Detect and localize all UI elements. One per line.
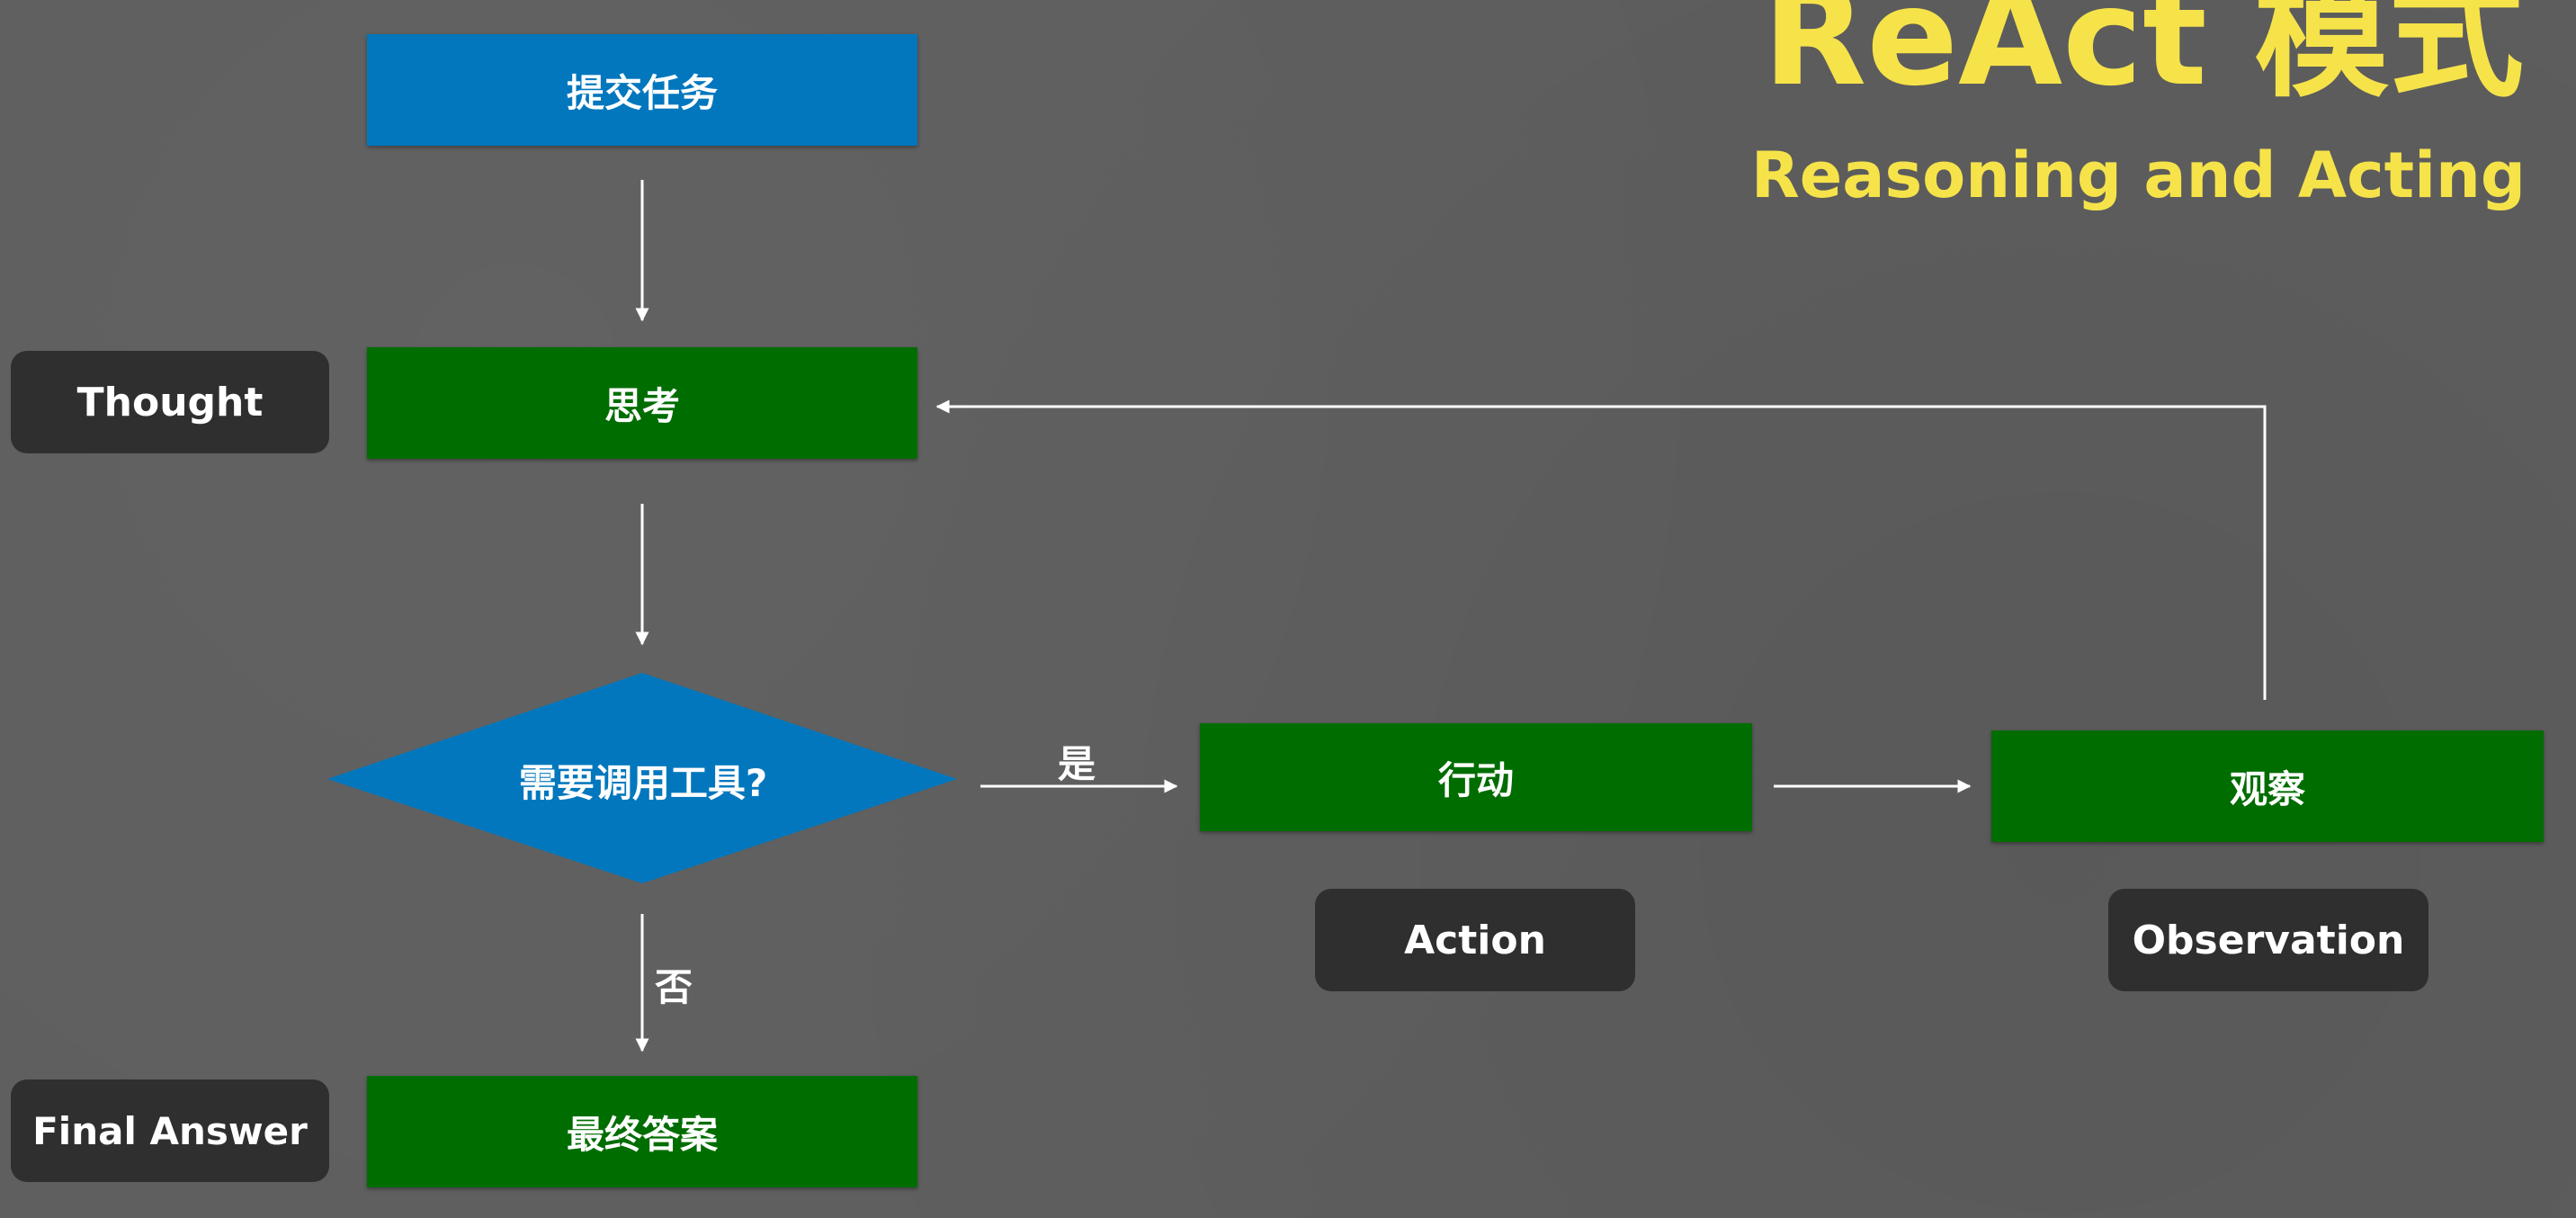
page-title: ReAct 模式 — [1762, 0, 2524, 116]
node-thought: 思考 — [367, 347, 917, 459]
node-decision-label: 需要调用工具? — [518, 760, 768, 805]
tag-action: Action — [1315, 889, 1635, 991]
node-action-label: 行动 — [1437, 757, 1514, 802]
node-final-answer-label: 最终答案 — [566, 1112, 718, 1157]
node-final-answer: 最终答案 — [367, 1076, 917, 1187]
edge-observation-to-thought — [935, 399, 2267, 700]
edge-label-yes: 是 — [1058, 742, 1096, 786]
node-submit-task-label: 提交任务 — [566, 70, 718, 115]
node-thought-label: 思考 — [604, 383, 680, 428]
page-subtitle: Reasoning and Acting — [1750, 139, 2526, 212]
node-action: 行动 — [1200, 723, 1752, 831]
tag-observation: Observation — [2108, 889, 2428, 991]
node-submit-task: 提交任务 — [367, 34, 917, 146]
tag-final-answer: Final Answer — [11, 1079, 329, 1182]
node-observation: 观察 — [1991, 730, 2544, 842]
decision-diamond — [327, 673, 957, 883]
tag-thought: Thought — [11, 351, 329, 453]
edge-label-no: 否 — [655, 965, 693, 1009]
node-observation-label: 观察 — [2229, 766, 2305, 811]
